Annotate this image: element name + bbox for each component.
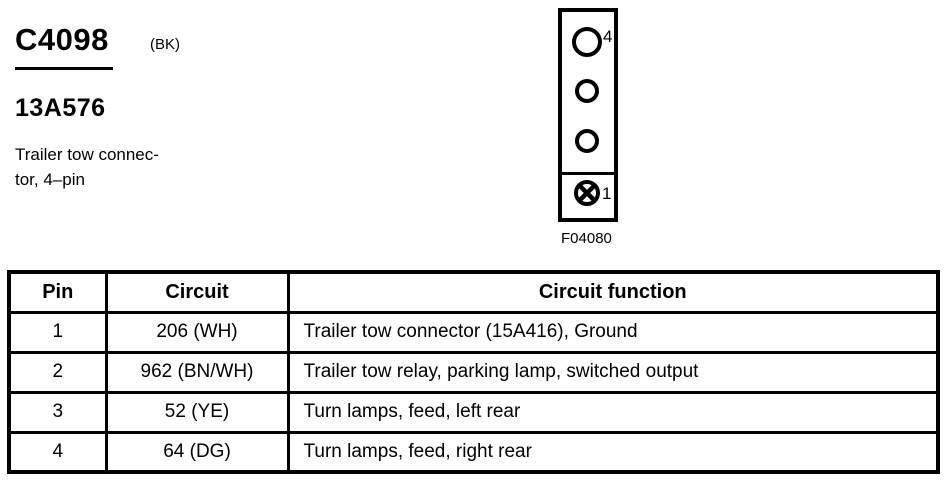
circuit-function-cell: Turn lamps, feed, left rear — [286, 390, 940, 434]
circuit-function-cell: Turn lamps, feed, right rear — [286, 430, 940, 474]
column-header-circuit-function: Circuit function — [286, 270, 940, 314]
circuit-cell: 64 (DG) — [104, 430, 290, 474]
pin-circuit-table: Pin Circuit Circuit function 1 206 (WH) … — [7, 270, 940, 474]
pin-4-label: 4 — [603, 27, 613, 46]
pin-cell: 4 — [7, 430, 108, 474]
circuit-function-cell: Trailer tow connector (15A416), Ground — [286, 310, 940, 354]
pin-1-label: 1 — [602, 184, 612, 203]
part-number: 13A576 — [15, 94, 106, 122]
connector-diagram: 4 1 — [558, 8, 618, 222]
circuit-cell: 962 (BN/WH) — [104, 350, 290, 394]
column-header-pin: Pin — [7, 270, 108, 314]
connector-color-code: (BK) — [150, 36, 180, 53]
pin-cell: 1 — [7, 310, 108, 354]
pin-1-crossed-circle-icon — [574, 180, 600, 206]
table-row: 1 206 (WH) Trailer tow connector (15A416… — [7, 310, 940, 354]
column-header-circuit: Circuit — [104, 270, 290, 314]
pin-cell: 3 — [7, 390, 108, 434]
circuit-function-cell: Trailer tow relay, parking lamp, switche… — [286, 350, 940, 394]
figure-number: F04080 — [561, 230, 612, 247]
connector-description: Trailer tow connec- tor, 4–pin — [15, 142, 159, 192]
table-row: 3 52 (YE) Turn lamps, feed, left rear — [7, 390, 940, 434]
connector-id: C4098 — [15, 22, 113, 70]
pin-cell: 2 — [7, 350, 108, 394]
pin-2-hole-icon — [575, 129, 599, 153]
connector-description-line2: tor, 4–pin — [15, 170, 85, 189]
connector-section-divider — [562, 172, 614, 175]
circuit-cell: 206 (WH) — [104, 310, 290, 354]
connector-description-line1: Trailer tow connec- — [15, 145, 159, 164]
table-row: 2 962 (BN/WH) Trailer tow relay, parking… — [7, 350, 940, 394]
circuit-cell: 52 (YE) — [104, 390, 290, 434]
pin-3-hole-icon — [575, 79, 599, 103]
table-header-row: Pin Circuit Circuit function — [7, 270, 940, 314]
pin-4-hole-icon — [572, 27, 602, 57]
table-row: 4 64 (DG) Turn lamps, feed, right rear — [7, 430, 940, 474]
